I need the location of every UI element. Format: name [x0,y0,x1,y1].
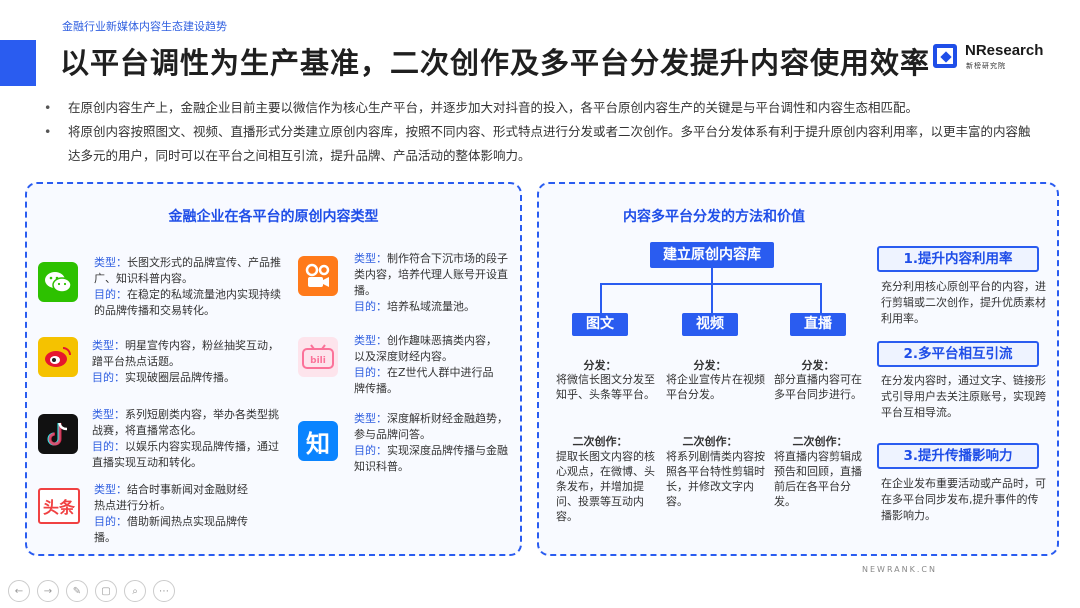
bullet-item: 将原创内容按照图文、视频、直播形式分类建立原创内容库，按照不同内容、形式特点进行… [44,120,1034,168]
value-text-influence: 在企业发布重要活动或产品时，可在多平台同步发布,提升事件的传播影响力。 [881,477,1046,522]
type-text: 创作趣味恶搞类内容，以及深度财经内容。 [354,334,497,363]
recreation-text: 将系列剧情类内容按照各平台特性剪辑时长，并修改文字内容。 [666,450,765,508]
platform-item-zhihu: 类型：深度解析财经金融趋势，参与品牌问答。 目的：实现深度品牌传播与金融知识科普… [354,411,510,475]
bullet-item: 在原创内容生产上，金融企业目前主要以微信作为核心生产平台，并逐步加大对抖音的投入… [44,96,1034,120]
platform-content-panel: 金融企业在各平台的原创内容类型 [25,182,522,556]
recreation-heading: 二次创作： [572,435,628,448]
logo-subtitle: 新榜研究院 [966,62,1006,70]
zoom-icon[interactable]: ⌕ [124,580,146,602]
recreation-heading: 二次创作： [682,435,738,448]
bilibili-icon: bili [298,337,338,377]
logo-text: NResearch [965,42,1044,59]
goal-text: 在Z世代人群中进行品牌传播。 [354,366,494,395]
value-text-utilization: 充分利用核心原创平台的内容，进行剪辑或二次创作，提升优质素材利用率。 [881,280,1046,325]
platform-item-wechat: 类型：长图文形式的品牌宣传、产品推广、知识科普内容。 目的：在稳定的私域流量池内… [94,255,284,319]
panel-title: 金融企业在各平台的原创内容类型 [168,209,379,225]
tree-connector [711,268,713,284]
douyin-icon [38,414,78,454]
value-box-utilization: 1.提升内容利用率 [877,246,1039,272]
branch-box-text: 图文 [572,313,628,336]
tree-connector [711,283,713,313]
slide-toolbar: ← → ✎ ▢ ⌕ ⋯ [8,580,175,602]
platform-item-toutiao: 类型：结合时事新闻对金融财经热点进行分析。 目的：借助新闻热点实现品牌传播。 [94,482,256,546]
breadcrumb: 金融行业新媒体内容生态建设趋势 [62,20,227,33]
goal-key: 目的： [92,440,125,453]
footer-url: NEWRANK.CN [862,565,937,574]
bullet-list: 在原创内容生产上，金融企业目前主要以微信作为核心生产平台，并逐步加大对抖音的投入… [44,96,1034,168]
pen-icon[interactable]: ✎ [66,580,88,602]
slides-icon[interactable]: ▢ [95,580,117,602]
goal-key: 目的： [354,300,387,313]
value-text-traffic: 在分发内容时，通过文字、链接形式引导用户去关注原账号，实现跨平台互相导流。 [881,374,1046,419]
distribution-heading: 分发： [801,359,835,372]
recreation-text: 将直播内容剪辑成预告和回顾，直播前后在各平台分发。 [774,450,862,508]
type-key: 类型： [94,256,127,269]
more-icon[interactable]: ⋯ [153,580,175,602]
previous-icon[interactable]: ← [8,580,30,602]
next-icon[interactable]: → [37,580,59,602]
type-text: 结合时事新闻对金融财经热点进行分析。 [94,483,248,512]
goal-text: 实现深度品牌传播与金融知识科普。 [354,444,508,473]
goal-text: 实现破圈层品牌传播。 [125,371,235,384]
distribution-heading: 分发： [693,359,727,372]
type-text: 系列短剧类内容，举办各类型挑战赛，将直播常态化。 [92,408,279,437]
goal-text: 借助新闻热点实现品牌传播。 [94,515,248,544]
value-box-influence: 3.提升传播影响力 [877,443,1039,469]
goal-key: 目的： [92,371,125,384]
platform-item-kuaishou: 类型：制作符合下沉市场的段子类内容，培养代理人账号开设直播。 目的：培养私域流量… [354,251,512,315]
goal-text: 以娱乐内容实现品牌传播，通过直播实现互动和转化。 [92,440,279,469]
distribution-text: 部分直播内容可在多平台同步进行。 [774,373,862,401]
type-key: 类型： [354,412,387,425]
type-key: 类型： [92,339,125,352]
goal-key: 目的： [94,288,127,301]
branch-box-video: 视频 [682,313,738,336]
tree-connector [600,283,602,313]
logo: NResearch 新榜研究院 [933,42,1063,72]
goal-key: 目的： [354,366,387,379]
page-title: 以平台调性为生产基准，二次创作及多平台分发提升内容使用效率 [60,46,931,80]
distribution-panel: 内容多平台分发的方法和价值 [537,182,1059,556]
platform-item-douyin: 类型：系列短剧类内容，举办各类型挑战赛，将直播常态化。 目的：以娱乐内容实现品牌… [92,407,282,471]
type-text: 深度解析财经金融趋势，参与品牌问答。 [354,412,508,441]
wechat-icon [38,262,78,302]
distribution-text: 将微信长图文分发至知乎、头条等平台。 [556,373,655,401]
panel-title: 内容多平台分发的方法和价值 [623,209,805,225]
branch-box-live: 直播 [790,313,846,336]
accent-bar [0,40,36,86]
zhihu-icon: 知 [298,421,338,461]
kuaishou-icon [298,256,338,296]
tree-connector [820,283,822,313]
goal-text: 培养私域流量池。 [387,300,475,313]
platform-item-bilibili: 类型：创作趣味恶搞类内容，以及深度财经内容。 目的：在Z世代人群中进行品牌传播。 [354,333,504,397]
goal-key: 目的： [354,444,387,457]
recreation-text: 提取长图文内容的核心观点，在微博、头条发布，并增加提问、投票等互动内容。 [556,450,655,523]
goal-key: 目的： [94,515,127,528]
type-text: 制作符合下沉市场的段子类内容，培养代理人账号开设直播。 [354,252,508,297]
distribution-heading: 分发： [583,359,617,372]
type-key: 类型： [354,334,387,347]
type-text: 长图文形式的品牌宣传、产品推广、知识科普内容。 [94,256,281,285]
type-key: 类型： [94,483,127,496]
toutiao-icon: 头条 [38,488,80,524]
recreation-heading: 二次创作： [792,435,848,448]
platform-item-weibo: 类型：明星宣传内容，粉丝抽奖互动，蹭平台热点话题。 目的：实现破圈层品牌传播。 [92,338,282,386]
type-text: 明星宣传内容，粉丝抽奖互动，蹭平台热点话题。 [92,339,279,368]
nresearch-logo-icon [933,44,957,68]
distribution-text: 将企业宣传片在视频平台分发。 [666,373,765,401]
content-library-box: 建立原创内容库 [650,242,774,268]
goal-text: 在稳定的私域流量池内实现持续的品牌传播和交易转化。 [94,288,281,317]
value-box-traffic: 2.多平台相互引流 [877,341,1039,367]
type-key: 类型： [92,408,125,421]
svg-text:bili: bili [310,356,326,366]
type-key: 类型： [354,252,387,265]
weibo-icon [38,337,78,377]
